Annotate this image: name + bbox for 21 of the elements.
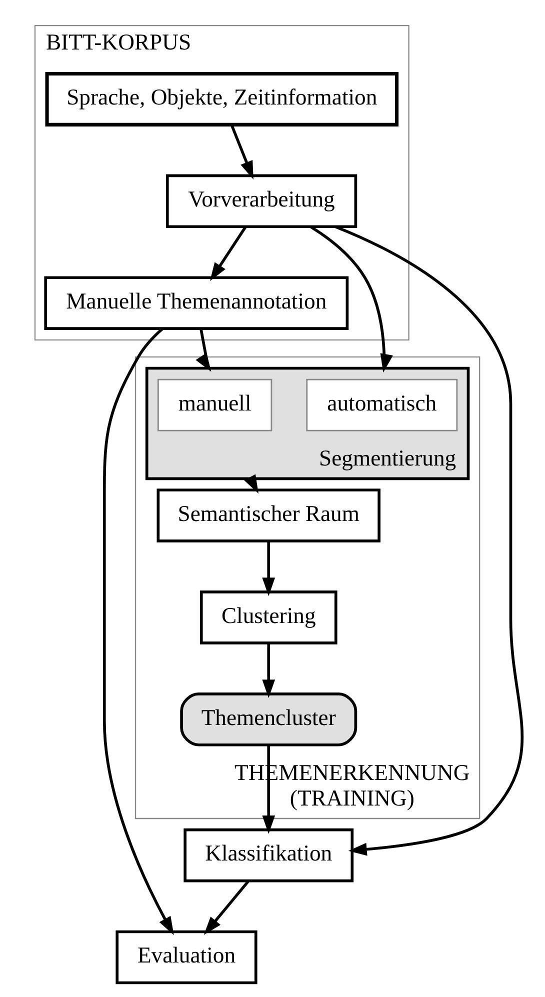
arrow: [334, 225, 523, 856]
node-box: Clustering: [199, 590, 337, 644]
node-box: Manuelle Themenannotation: [44, 276, 348, 330]
node-box: Semantischer Raum: [156, 488, 380, 542]
node-box: manuell: [156, 378, 272, 432]
arrow: [203, 880, 249, 935]
arrow: [244, 474, 258, 494]
node-box: Sprache, Objekte, Zeitinformation: [44, 72, 398, 126]
node-box: Evaluation: [115, 930, 257, 984]
arrow: [102, 328, 174, 936]
arrow: [230, 124, 253, 180]
node-box: automatisch: [306, 378, 458, 432]
arrow: [195, 328, 211, 372]
arrow: [262, 643, 275, 698]
arrow: [262, 745, 275, 834]
node-box: Vorverarbeitung: [165, 174, 357, 228]
node-box: Klassifikation: [183, 828, 354, 882]
node-box: Themencluster: [180, 692, 357, 746]
arrow: [262, 541, 275, 596]
arrow: [310, 226, 392, 372]
arrow: [209, 226, 246, 282]
